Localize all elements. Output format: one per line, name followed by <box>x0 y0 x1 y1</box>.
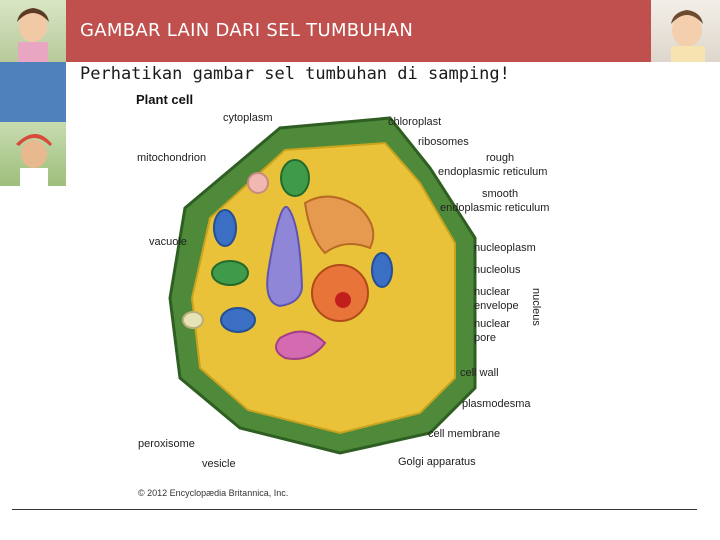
label-peroxisome: peroxisome <box>138 438 195 450</box>
label-cytoplasm: cytoplasm <box>223 112 273 124</box>
mitochondrion-shape-3 <box>371 252 393 288</box>
label-nucleoplasm: nucleoplasm <box>474 242 536 254</box>
chloroplast-shape-2 <box>211 260 249 286</box>
label-nuclear-pore-2: pore <box>474 332 497 344</box>
label-vacuole: vacuole <box>149 236 187 248</box>
bottom-divider <box>12 509 697 510</box>
child-photo-top-left <box>0 0 66 62</box>
label-plasmodesma: plasmodesma <box>462 398 531 410</box>
label-vesicle: vesicle <box>202 458 236 470</box>
mitochondrion-shape-1 <box>213 209 237 247</box>
vacuole-shape <box>266 205 304 308</box>
page-title: GAMBAR LAIN DARI SEL TUMBUHAN <box>80 20 414 41</box>
label-cell-wall: cell wall <box>460 367 499 379</box>
instruction-text: Perhatikan gambar sel tumbuhan di sampin… <box>80 64 510 84</box>
label-nuclear-envelope-1: nuclear <box>474 286 511 298</box>
left-photo-strip <box>0 0 66 186</box>
label-nuclear-pore-1: nuclear <box>474 318 511 330</box>
plant-cell-illustration <box>168 116 477 455</box>
label-smooth-er-1: smooth <box>482 188 519 200</box>
label-smooth-er-2: endoplasmic reticulum <box>440 202 550 214</box>
copyright-text: © 2012 Encyclopædia Britannica, Inc. <box>138 488 289 498</box>
blue-accent-block <box>0 62 66 122</box>
nucleolus-shape <box>335 292 351 308</box>
small-vesicle-shape <box>247 172 269 194</box>
label-chloroplast: chloroplast <box>388 116 442 128</box>
label-ribosomes: ribosomes <box>418 136 469 148</box>
mitochondrion-shape-2 <box>220 307 256 333</box>
label-mitochondrion: mitochondrion <box>137 152 207 164</box>
child-photo-top-right <box>651 0 720 62</box>
label-nucleus: nucleus <box>530 288 542 326</box>
label-golgi-apparatus: Golgi apparatus <box>398 456 476 468</box>
peroxisome-shape <box>182 311 204 329</box>
chloroplast-shape-1 <box>280 159 310 197</box>
child-photo-mid-left <box>0 122 66 186</box>
label-rough-er-2: endoplasmic reticulum <box>438 166 548 178</box>
label-cell-membrane: cell membrane <box>428 428 501 440</box>
label-rough-er-1: rough <box>486 152 515 164</box>
rough-er-shape <box>303 195 375 255</box>
plant-cell-diagram: Plant cell cytoplasm chloroplast ribosom… <box>130 88 580 508</box>
label-nuclear-envelope-2: envelope <box>474 300 519 312</box>
diagram-title: Plant cell <box>136 92 194 107</box>
label-nucleolus: nucleolus <box>474 264 521 276</box>
header-bar: GAMBAR LAIN DARI SEL TUMBUHAN <box>66 0 651 62</box>
golgi-shape <box>275 330 327 360</box>
